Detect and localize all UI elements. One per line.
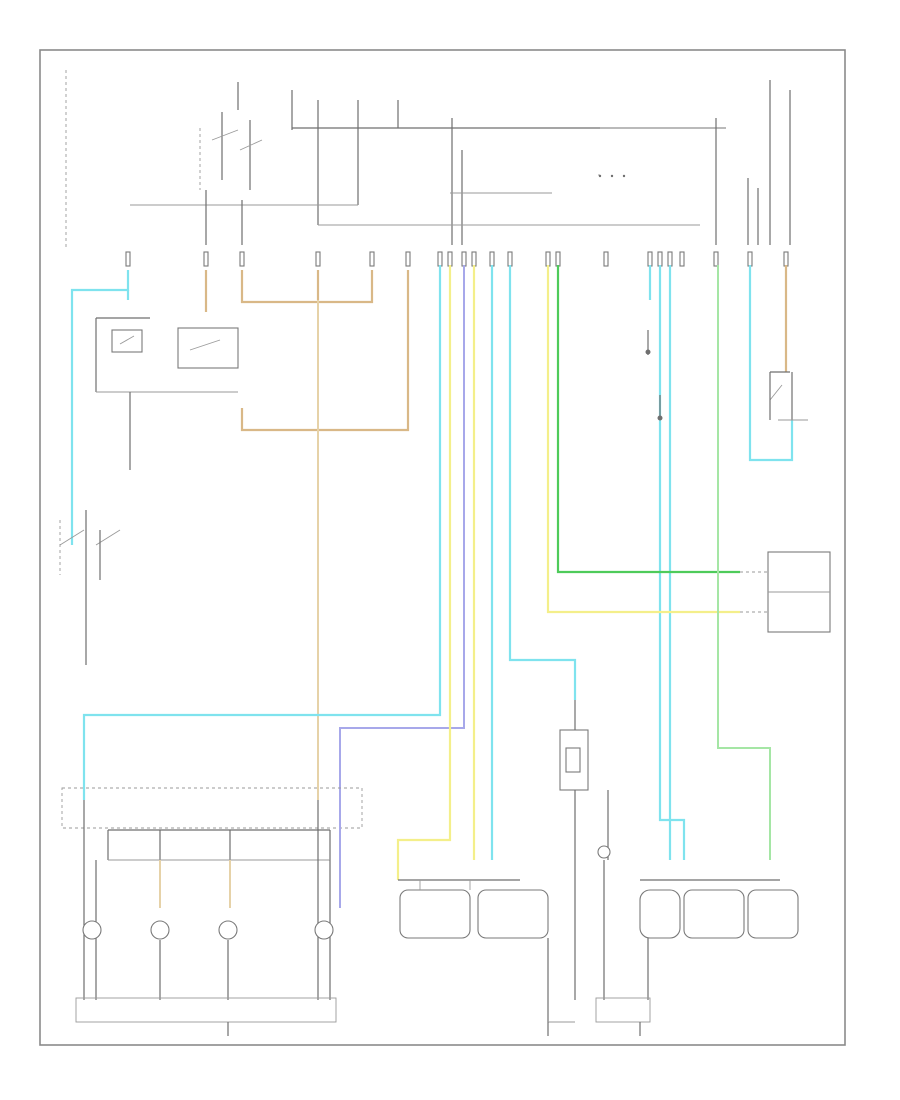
connector-pin bbox=[555, 251, 561, 267]
connector-pin bbox=[471, 251, 477, 267]
connector-pin bbox=[507, 251, 513, 267]
center-lamp bbox=[597, 790, 611, 1000]
connector-pin bbox=[657, 251, 663, 267]
connector-pin bbox=[447, 251, 453, 267]
connector-pin bbox=[203, 251, 209, 267]
connector-pin bbox=[713, 251, 719, 267]
rear-lamp-bank-center bbox=[398, 879, 575, 1036]
connector-pin bbox=[437, 251, 443, 267]
connector-pin bbox=[405, 251, 411, 267]
rear-lamp-bank-right bbox=[595, 879, 799, 1036]
diagram-frame bbox=[39, 49, 846, 1046]
trailer-connector bbox=[740, 551, 831, 633]
dimmer-switch bbox=[95, 317, 240, 470]
center-module bbox=[559, 700, 589, 1000]
connector-pin bbox=[667, 251, 673, 267]
wire-violet bbox=[339, 265, 465, 800]
wire-light-green bbox=[717, 265, 771, 860]
connector-pin bbox=[125, 251, 131, 267]
connector-pin bbox=[545, 251, 551, 267]
connector-pin bbox=[489, 251, 495, 267]
connector-pin bbox=[315, 251, 321, 267]
fuse-block bbox=[65, 70, 726, 250]
connector-pin bbox=[603, 251, 609, 267]
connector-pin bbox=[369, 251, 375, 267]
wire-light-blue-a bbox=[82, 265, 442, 800]
connector-pin bbox=[647, 251, 653, 267]
wire-green bbox=[556, 265, 740, 574]
connector-pin bbox=[239, 251, 245, 267]
front-lamp-bank-left bbox=[61, 787, 363, 1036]
headlamp-switch bbox=[199, 82, 263, 245]
wire-yellow-a bbox=[396, 265, 452, 880]
connector-pin bbox=[461, 251, 467, 267]
ground-markers bbox=[645, 330, 663, 421]
turn-flasher bbox=[59, 510, 121, 665]
wire-light-blue-left bbox=[70, 270, 130, 545]
connector-pin bbox=[747, 251, 753, 267]
connector-pin bbox=[679, 251, 685, 267]
right-top-components bbox=[747, 80, 791, 245]
connector-row bbox=[125, 251, 789, 267]
connector-pin bbox=[783, 251, 789, 267]
brake-switch bbox=[769, 371, 808, 421]
